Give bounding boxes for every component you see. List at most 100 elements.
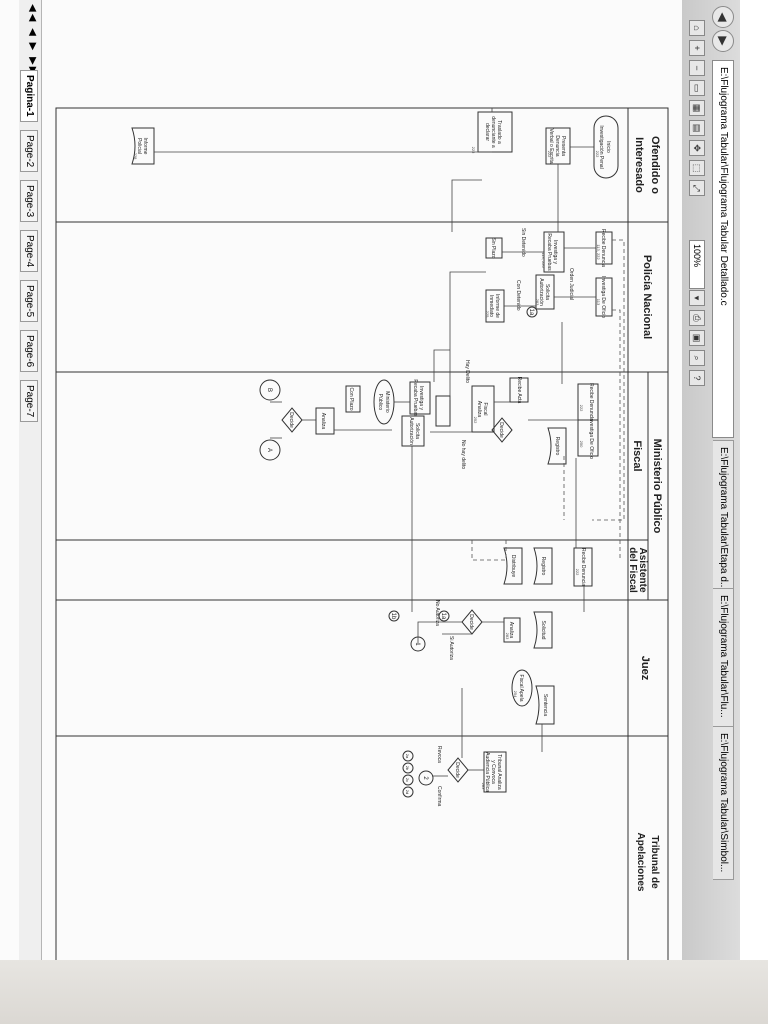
forward-button[interactable]: ▶ <box>712 30 734 52</box>
num-traslado: 223 <box>471 147 476 154</box>
lane-ofendido-line2: Interesado <box>633 137 645 193</box>
num-investiga-oficio-f: 250 <box>579 441 584 448</box>
node-tribunal-3: Audiencia Pública <box>484 752 490 792</box>
sheet-tab-bar: ◀◀ ◀ ▶ ▶▶ Pagina-1 Page-2 Page-3 Page-4 … <box>19 0 42 1024</box>
node-fiscal-analiza-2: Analiza <box>476 401 482 418</box>
lane-policia: Policía Nacional <box>641 255 653 339</box>
zoom-out-icon[interactable]: − <box>689 60 705 76</box>
layers-icon[interactable]: ▤ <box>689 120 705 136</box>
sheet-tab-3[interactable]: Page-3 <box>20 180 38 223</box>
svg-text:del Fiscal: del Fiscal <box>627 547 638 593</box>
connector-2a: 2a <box>405 754 410 759</box>
back-arrow-icon: ◀ <box>716 12 730 22</box>
node-traslado-2: denunciante a <box>490 116 496 148</box>
num-presenta: 222 <box>547 151 552 158</box>
viewer-toolbar: ⌂ + − ▭ ▦ ▤ ✥ ⬚ ⤢ 100% ▾ ⎙ ▣ ⌕ ? <box>682 0 710 1024</box>
num-solicita-pn: 283 <box>535 299 540 306</box>
save-icon[interactable]: ▣ <box>689 330 705 346</box>
node-recibe-pn: Recibe Denuncia <box>600 229 606 267</box>
node-informe-policial-2: Policial <box>136 138 142 154</box>
label-revoca: Revoca <box>436 746 442 763</box>
node-decide-f: Decide <box>288 412 294 428</box>
help-icon[interactable]: ? <box>689 370 705 386</box>
num-investiga-oficio-pn: 113 <box>596 299 601 306</box>
node-solicita-f-2: Autorización <box>408 417 414 445</box>
num-fiscal-analiza: 252 <box>473 417 478 424</box>
browser-toolbar: ◀ ▶ E:\Flujograma Tabular\Flujograma Tab… <box>681 0 740 1024</box>
sheet-tab-6[interactable]: Page-6 <box>20 330 38 373</box>
tab-flu[interactable]: E:\Flujograma Tabular\Flu... <box>713 588 734 732</box>
node-inicio-1: Inicio <box>605 141 611 153</box>
lane-juez: Juez <box>639 656 651 681</box>
node-recibe-f: Recibe Denuncia <box>588 383 594 421</box>
node-ministerio-2: Público <box>377 394 383 411</box>
node-distribuye: Distribuye <box>510 555 516 577</box>
num-investiga-pruebas-pn: 113, 226 <box>541 252 546 268</box>
sheet-tab-1[interactable]: Pagina-1 <box>20 70 38 122</box>
search-icon[interactable]: ⌕ <box>689 350 705 366</box>
lane-asistente: Asistente <box>637 547 648 592</box>
lane-ofendido-line1: Ofendido o <box>649 136 661 194</box>
node-traslado-1: Traslado a <box>496 120 502 144</box>
zoom-in-icon[interactable]: + <box>689 40 705 56</box>
print-icon[interactable]: ⎙ <box>689 310 705 326</box>
node-sentencia: Sentencia <box>542 694 548 716</box>
lane-tribunal-line1: Tribunal de <box>649 835 660 889</box>
lane-tribunal-line2: Apelaciones <box>635 833 646 892</box>
num-informe-policial: 228 <box>133 153 138 160</box>
label-orden-judicial: Orden Judicial <box>568 268 574 300</box>
address-bar[interactable]: E:\Flujograma Tabular\Flujograma Tabular… <box>712 60 734 438</box>
grid-icon[interactable]: ▦ <box>689 100 705 116</box>
sheet-tab-2[interactable]: Page-2 <box>20 130 38 173</box>
zoom-select[interactable]: 100% <box>689 240 705 289</box>
select-icon[interactable]: ⬚ <box>689 160 705 176</box>
node-informe-inmediato-1: Informe de <box>494 294 500 318</box>
node-decide-fiscal: Decide <box>498 422 504 438</box>
back-button[interactable]: ◀ <box>712 6 734 28</box>
sheet-tab-7[interactable]: Page-7 <box>20 380 38 423</box>
label-sin-detenido: Sin Detenido <box>520 228 526 257</box>
tab-etapa[interactable]: E:\Flujograma Tabular\Etapa d... <box>713 440 734 594</box>
num-recibe-pn: 113, 222 <box>596 244 601 260</box>
num-recibe-a: 222 <box>575 569 580 576</box>
label-si-autoriza: Si Autoriza <box>448 636 454 660</box>
fit-icon[interactable]: ⤢ <box>689 180 705 196</box>
forward-arrow-icon: ▶ <box>716 36 730 46</box>
node-analiza-j: Analiza <box>508 622 514 639</box>
pan-icon[interactable]: ✥ <box>689 140 705 156</box>
node-investiga-pruebas-f-1: Investiga y <box>418 386 424 410</box>
connector-A: A <box>266 448 272 452</box>
node-presenta-2: Denuncia <box>554 135 560 156</box>
label-hay-delito: Hay Delito <box>464 360 470 383</box>
label-con-detenido: Con Detenido <box>515 280 521 311</box>
node-presenta-3: Verbal o Escrita <box>548 128 554 163</box>
num-inicio: 222 <box>595 151 600 158</box>
node-traslado-3: declarar <box>484 123 490 141</box>
label-no-hay-delito: No hay delito <box>460 440 466 469</box>
node-investiga-pruebas-pn-1: Investiga y <box>552 240 558 264</box>
node-investiga-oficio-pn: Investiga De Oficio <box>600 276 606 318</box>
browser-window: ◀ ▶ E:\Flujograma Tabular\Flujograma Tab… <box>19 0 740 1024</box>
connector-2d: 2d <box>405 790 410 794</box>
num-tribunal: 283 <box>481 783 486 790</box>
label-confirma: Confirma <box>436 786 442 807</box>
flowchart: Ofendido o Interesado Policía Nacional M… <box>55 107 669 989</box>
node-fiscal-apela: Fiscal Apela <box>518 675 524 702</box>
dropdown-icon[interactable]: ▾ <box>689 290 705 306</box>
node-investiga-oficio-f: Investiga De Oficio <box>588 417 594 459</box>
connector-j-1a: 1a <box>440 613 446 620</box>
node-tribunal-2: y Convoca <box>490 760 496 784</box>
node-solicitud: Solicitud <box>540 621 546 640</box>
sheet-tab-4[interactable]: Page-4 <box>20 230 38 273</box>
node-sin-plazo-pn: Sin Plazo <box>490 237 496 258</box>
sheet-tab-5[interactable]: Page-5 <box>20 280 38 323</box>
home-icon[interactable]: ⌂ <box>689 20 705 36</box>
num-recibe-f: 222 <box>579 405 584 412</box>
node-recibe-a: Recibe Denuncia <box>580 548 586 586</box>
page-icon[interactable]: ▭ <box>689 80 705 96</box>
connector-2b: 2b <box>405 766 410 771</box>
tab-simbol[interactable]: E:\Flujograma Tabular\Simbol... <box>713 726 734 880</box>
node-decide-j: Decide <box>468 614 474 630</box>
page-nav-arrows-icon[interactable]: ◀◀ ◀ ▶ ▶▶ <box>27 4 38 77</box>
